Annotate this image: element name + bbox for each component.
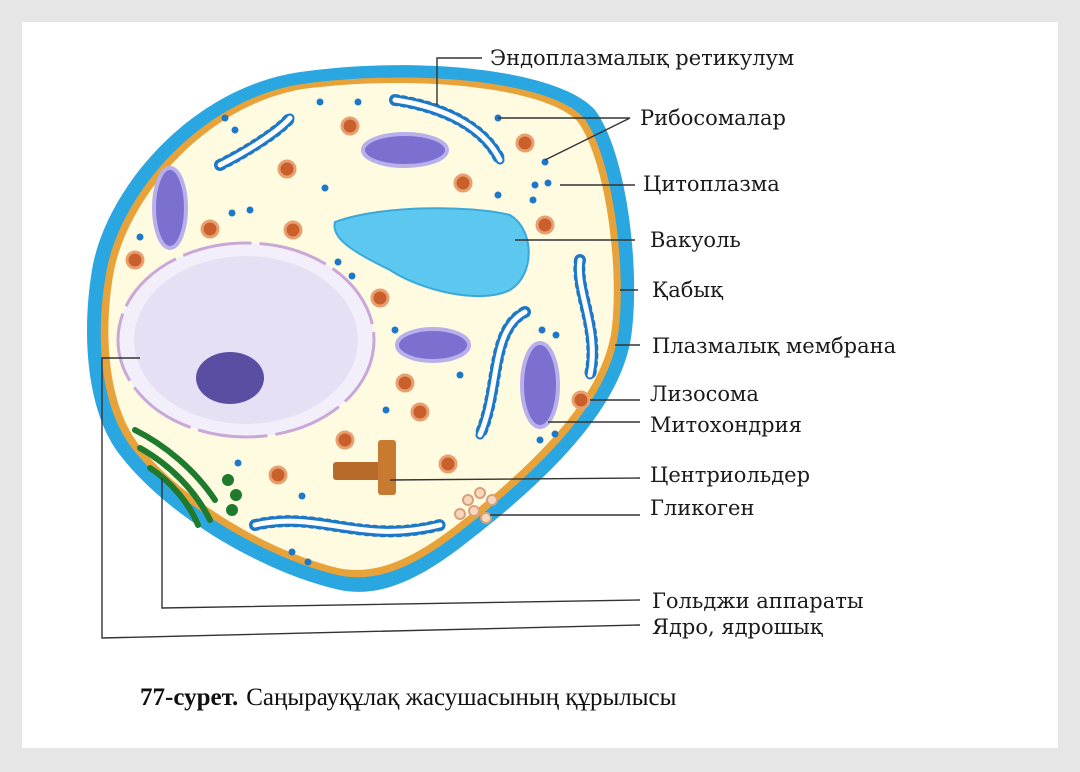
label-ribosomes: Рибосомалар — [640, 106, 786, 130]
label-glycogen: Гликоген — [650, 496, 754, 520]
label-nucleus: Ядро, ядрошық — [652, 615, 823, 639]
label-mitochondria: Митохондрия — [650, 413, 802, 437]
label-centrioles: Центриольдер — [650, 463, 810, 487]
label-plasma-membrane: Плазмалық мембрана — [652, 334, 896, 358]
lysosomes — [125, 116, 591, 485]
glycogen — [454, 487, 498, 524]
leader-lines — [101, 57, 641, 639]
centrioles — [333, 440, 396, 495]
endoplasmic-reticulum — [214, 94, 599, 538]
label-er: Эндоплазмалық ретикулум — [490, 46, 794, 70]
mitochondria — [152, 132, 560, 429]
vacuole — [333, 207, 530, 298]
label-lysosome: Лизосома — [650, 382, 759, 406]
label-vacuole: Вакуоль — [650, 228, 741, 252]
caption-number: 77-сурет. — [140, 684, 238, 711]
caption-text: Саңырауқұлақ жасушасының құрылысы — [246, 684, 676, 711]
ribosomes — [136, 98, 560, 566]
nucleus — [116, 241, 376, 439]
label-cytoplasm: Цитоплазма — [643, 172, 780, 196]
golgi-apparatus — [132, 427, 242, 528]
label-golgi: Гольджи аппараты — [652, 589, 864, 613]
label-cell-wall: Қабық — [652, 278, 723, 302]
nucleolus — [196, 352, 264, 404]
figure-caption: 77-сурет. Саңырауқұлақ жасушасының құрылы… — [140, 684, 677, 711]
